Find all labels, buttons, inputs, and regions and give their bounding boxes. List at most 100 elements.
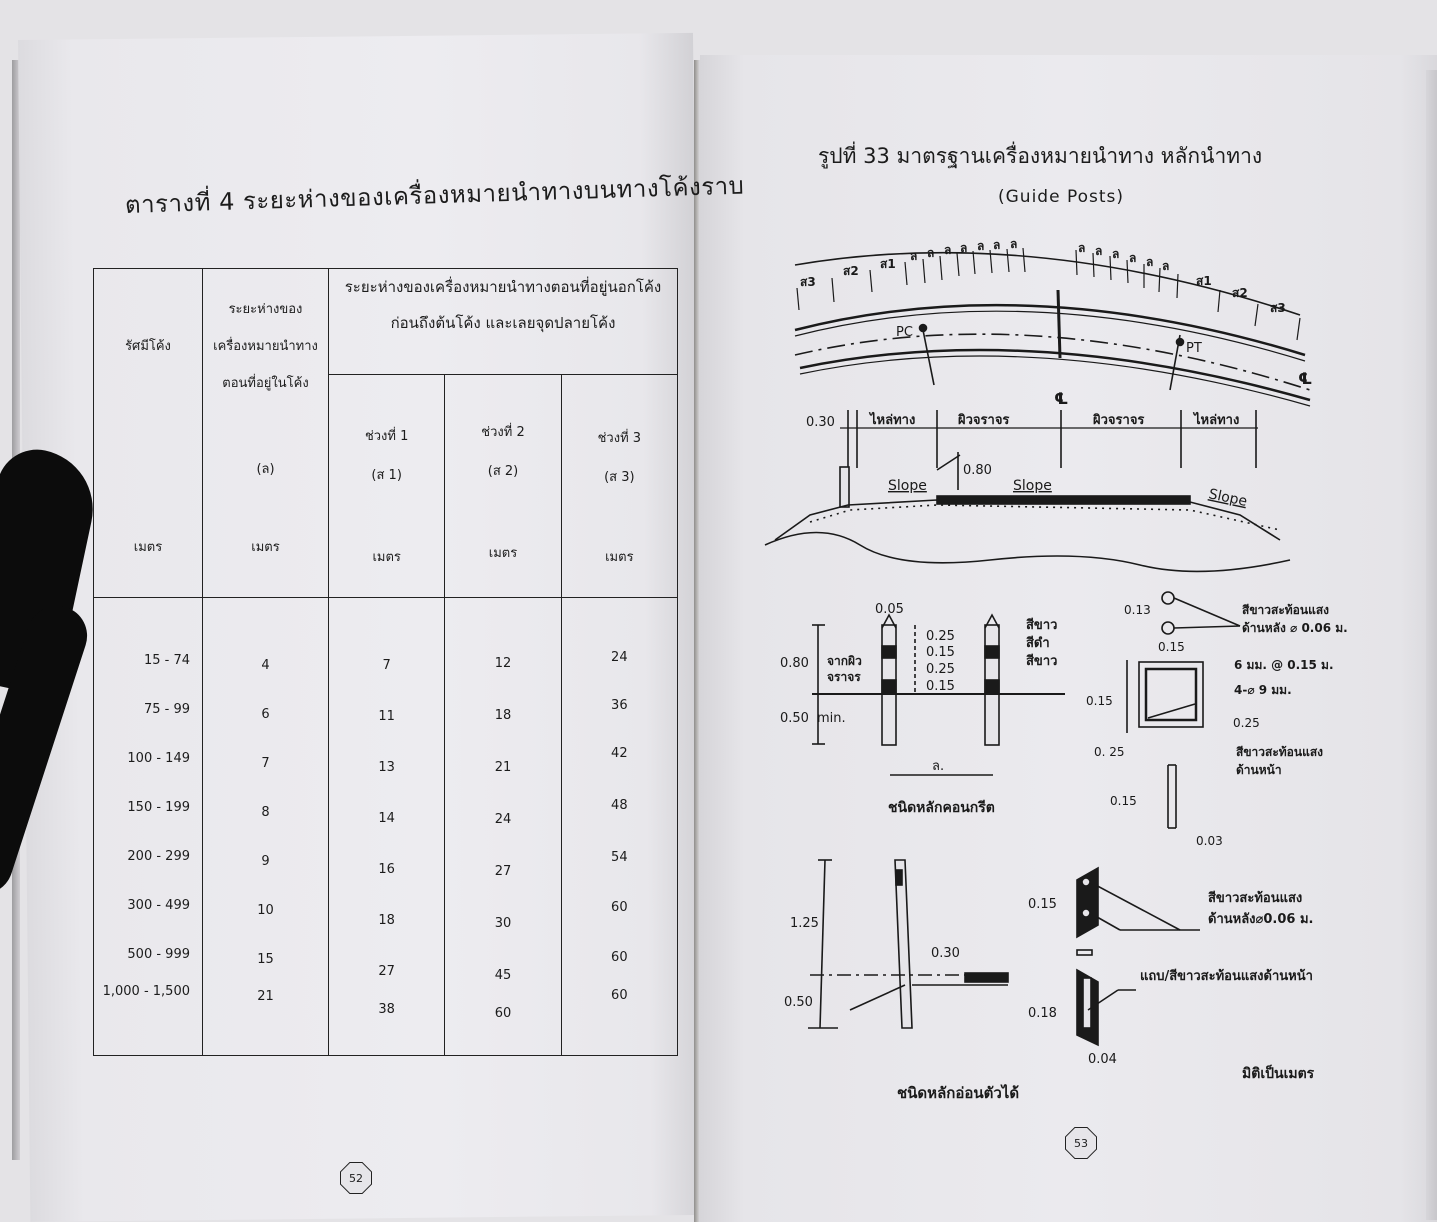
svg-text:สีขาว: สีขาว: [1026, 617, 1057, 633]
svg-text:min.: min.: [817, 711, 846, 726]
figure-subtitle: (Guide Posts): [998, 187, 1125, 207]
cell-s2: 27: [494, 864, 512, 879]
cell-s2: 60: [494, 1006, 512, 1021]
svg-text:0.03: 0.03: [1196, 834, 1223, 848]
header-s2-label: ช่วงที่ 2: [481, 425, 525, 440]
svg-text:0.30: 0.30: [806, 415, 835, 430]
cell-radius: 300 - 499: [127, 898, 190, 913]
svg-text:0.18: 0.18: [1028, 1006, 1057, 1021]
header-outside-line2: ก่อนถึงต้นโค้ง และเลยจุดปลายโค้ง: [390, 314, 616, 332]
header-s1-symbol: (ส 1): [371, 468, 402, 483]
svg-text:0.15: 0.15: [1158, 640, 1185, 654]
cell-inside: 10: [257, 903, 274, 918]
cell-inside: 21: [257, 989, 274, 1004]
svg-text:0.50: 0.50: [780, 711, 809, 726]
cell-radius: 100 - 149: [127, 751, 190, 766]
svg-text:1.25: 1.25: [790, 916, 819, 931]
header-s2-unit: เมตร: [488, 546, 518, 561]
svg-text:สีขาว: สีขาว: [1026, 653, 1057, 669]
svg-text:0.15: 0.15: [1110, 794, 1137, 808]
svg-text:ผิวจราจร: ผิวจราจร: [1093, 413, 1145, 428]
cell-inside: 8: [261, 805, 270, 820]
svg-text:ล: ล: [1146, 255, 1153, 269]
svg-text:0.13: 0.13: [1124, 603, 1151, 617]
header-inside-line3: ตอนที่อยู่ในโค้ง: [222, 376, 309, 391]
svg-text:ด้านหน้า: ด้านหน้า: [1236, 763, 1282, 777]
flexible-post-drawing: [808, 859, 1009, 1029]
column-radius-values: 15 - 74 75 - 99 100 - 149 150 - 199 200 …: [93, 597, 203, 1056]
svg-text:6 มม. @ 0.15 ม.: 6 มม. @ 0.15 ม.: [1234, 658, 1334, 672]
header-s1: ช่วงที่ 1 (ส 1) เมตร: [327, 374, 446, 598]
svg-text:0.80: 0.80: [780, 656, 809, 671]
header-outside-line1: ระยะห่างของเครื่องหมายนำทางตอนที่อยู่นอก…: [344, 278, 662, 296]
cell-s3: 54: [611, 850, 628, 865]
column-s1-values: 7 11 13 14 16 18 27 38: [327, 597, 446, 1056]
header-radius-unit: เมตร: [133, 540, 163, 555]
cell-s3: 24: [611, 650, 628, 665]
header-s3: ช่วงที่ 3 (ส 3) เมตร: [560, 374, 679, 598]
svg-text:0.04: 0.04: [1088, 1052, 1117, 1067]
header-s3-symbol: (ส 3): [604, 470, 635, 485]
centerline-symbol-2: ℄: [1054, 389, 1068, 408]
column-inside-values: 4 6 7 8 9 10 15 21: [202, 597, 329, 1056]
pt-label: PT: [1186, 341, 1202, 356]
cell-s1: 27: [378, 964, 395, 979]
concrete-post-drawing: [812, 613, 1065, 776]
svg-text:Slope: Slope: [888, 478, 927, 494]
cell-s2: 12: [494, 656, 512, 671]
plan-view-drawing: [794, 247, 1311, 407]
cell-inside: 9: [261, 854, 270, 869]
plan-label-s1-right: ส1: [1196, 274, 1212, 288]
cell-inside: 4: [261, 658, 270, 673]
header-inside-line1: ระยะห่างของ: [228, 302, 303, 317]
svg-text:ไหล่ทาง: ไหล่ทาง: [1192, 411, 1239, 428]
concrete-post-labels: 0.05 0.80 จากผิว จราจร 0.50 min. 0.25 0.…: [780, 602, 1057, 816]
svg-text:0.25: 0.25: [926, 629, 955, 644]
cell-inside: 7: [261, 756, 270, 771]
plan-label-s3-right: ส3: [1270, 301, 1286, 315]
svg-text:แถบ/สีขาวสะท้อนแสงด้านหน้า: แถบ/สีขาวสะท้อนแสงด้านหน้า: [1140, 968, 1313, 984]
plan-view-labels: ส3 ส2 ส1 ลลล ลลล ล ลลล ลลล ส1 ส2 ส3 PC P…: [800, 237, 1312, 408]
guide-spacing-table: รัศมีโค้ง เมตร ระยะห่างของ เครื่องหมายนำ…: [93, 268, 679, 1056]
cell-s1: 16: [378, 862, 395, 877]
cell-s3: 36: [611, 698, 628, 713]
header-inside-line2: เครื่องหมายนำทาง: [213, 339, 318, 354]
svg-text:ล: ล: [1112, 247, 1119, 261]
cell-s2: 18: [494, 708, 512, 723]
cross-section-drawing: [764, 410, 1291, 573]
svg-text:0.15: 0.15: [1086, 694, 1113, 708]
svg-text:สีขาวสะท้อนแสง: สีขาวสะท้อนแสง: [1208, 890, 1302, 906]
concrete-post-caption: ชนิดหลักคอนกรีต: [888, 800, 995, 816]
guide-spacing-table-wrap: รัศมีโค้ง เมตร ระยะห่างของ เครื่องหมายนำ…: [93, 268, 679, 1056]
svg-text:0. 25: 0. 25: [1094, 745, 1125, 759]
header-radius: รัศมีโค้ง เมตร: [93, 268, 203, 598]
svg-text:ด้านหลัง ⌀ 0.06 ม.: ด้านหลัง ⌀ 0.06 ม.: [1242, 621, 1348, 635]
cell-s1: 11: [378, 709, 395, 724]
cell-s3: 60: [611, 900, 628, 915]
svg-text:Slope: Slope: [1207, 486, 1248, 510]
svg-text:ล: ล: [993, 238, 1000, 252]
flexible-detail-drawing: [1076, 866, 1200, 1047]
cell-s2: 24: [494, 812, 512, 827]
svg-text:สีขาวสะท้อนแสง: สีขาวสะท้อนแสง: [1236, 745, 1323, 759]
svg-text:สีดำ: สีดำ: [1026, 635, 1050, 651]
cell-inside: 6: [261, 707, 270, 722]
svg-text:ล: ล: [927, 246, 934, 260]
header-s3-unit: เมตร: [605, 550, 634, 565]
flexible-post-caption: ชนิดหลักอ่อนตัวได้: [897, 1083, 1019, 1102]
plan-label-s1-left: ส1: [880, 257, 896, 271]
cell-s1: 38: [378, 1002, 395, 1017]
svg-text:0.15: 0.15: [1028, 897, 1057, 912]
header-s2: ช่วงที่ 2 (ส 2) เมตร: [444, 374, 562, 598]
cross-section-labels: 0.30 ไหล่ทาง ผิวจราจร ผิวจราจร ไหล่ทาง 0…: [806, 411, 1248, 510]
header-inside-unit: เมตร: [251, 540, 280, 555]
cell-inside: 15: [257, 952, 274, 967]
svg-text:จากผิว: จากผิว: [827, 654, 862, 668]
svg-text:Slope: Slope: [1013, 478, 1052, 494]
svg-text:ล: ล: [960, 241, 967, 255]
svg-text:0.80: 0.80: [963, 463, 992, 478]
svg-text:0.25: 0.25: [926, 662, 955, 677]
svg-text:0.30: 0.30: [931, 946, 960, 961]
svg-text:ล: ล: [1095, 244, 1102, 258]
cell-radius: 15 - 74: [143, 653, 190, 668]
